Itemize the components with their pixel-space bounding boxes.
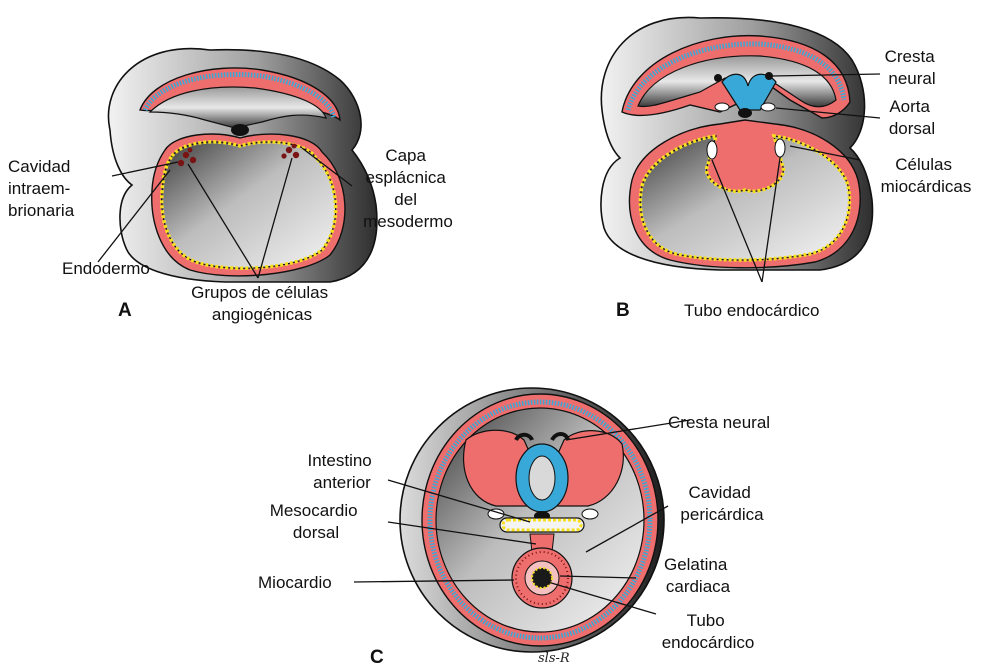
endocardial-tube-b-left	[707, 141, 717, 159]
endocardial-tube-c	[532, 568, 552, 588]
label-gelatina-cardiaca: Gelatina cardiaca	[664, 555, 732, 596]
notochord-a	[231, 124, 249, 136]
panel-b: Cresta neural Aorta dorsal Células miocá…	[601, 17, 971, 321]
panel-c: Cresta neural Intestino anterior Cavidad…	[258, 388, 770, 668]
label-capa-esplacnica: Capa esplácnica del mesodermo	[363, 146, 453, 231]
aorta-b-left	[715, 103, 729, 111]
neural-crest-b-left	[714, 74, 722, 82]
artist-signature: sls-R	[538, 651, 570, 666]
label-tubo-endocardico-b: Tubo endocárdico	[684, 301, 819, 320]
panel-a: Cavidad intraem- brionaria Capa esplácni…	[8, 49, 453, 324]
yolk-sac-b	[630, 120, 861, 268]
notochord-b	[738, 108, 752, 118]
panel-letter-b: B	[616, 300, 630, 321]
label-miocardio: Miocardio	[258, 573, 332, 592]
label-aorta-dorsal: Aorta dorsal	[889, 97, 935, 138]
aorta-b-right	[761, 103, 775, 111]
label-mesocardio-dorsal: Mesocardio dorsal	[270, 501, 363, 542]
label-cresta-neural-c: Cresta neural	[668, 413, 770, 432]
endocardial-tube-b-right	[775, 139, 785, 157]
label-cavidad-pericardica: Cavidad pericárdica	[680, 483, 764, 524]
label-grupos-celulas-angiogenicas: Grupos de células angiogénicas	[191, 283, 333, 324]
panel-letter-c: C	[370, 647, 384, 668]
label-celulas-miocardicas: Células miocárdicas	[881, 155, 972, 196]
label-cresta-neural-b: Cresta neural	[885, 47, 940, 88]
neural-crest-b-right	[765, 72, 773, 80]
label-tubo-endocardico-c: Tubo endocárdico	[662, 611, 755, 652]
label-cavidad-intraembrionaria: Cavidad intraem- brionaria	[8, 157, 75, 220]
neural-canal-c	[529, 456, 555, 500]
aorta-c-right	[582, 509, 598, 519]
panel-letter-a: A	[118, 300, 132, 321]
yolk-sac-a	[152, 134, 345, 276]
label-intestino-anterior: Intestino anterior	[308, 451, 377, 492]
label-endodermo: Endodermo	[62, 259, 150, 278]
